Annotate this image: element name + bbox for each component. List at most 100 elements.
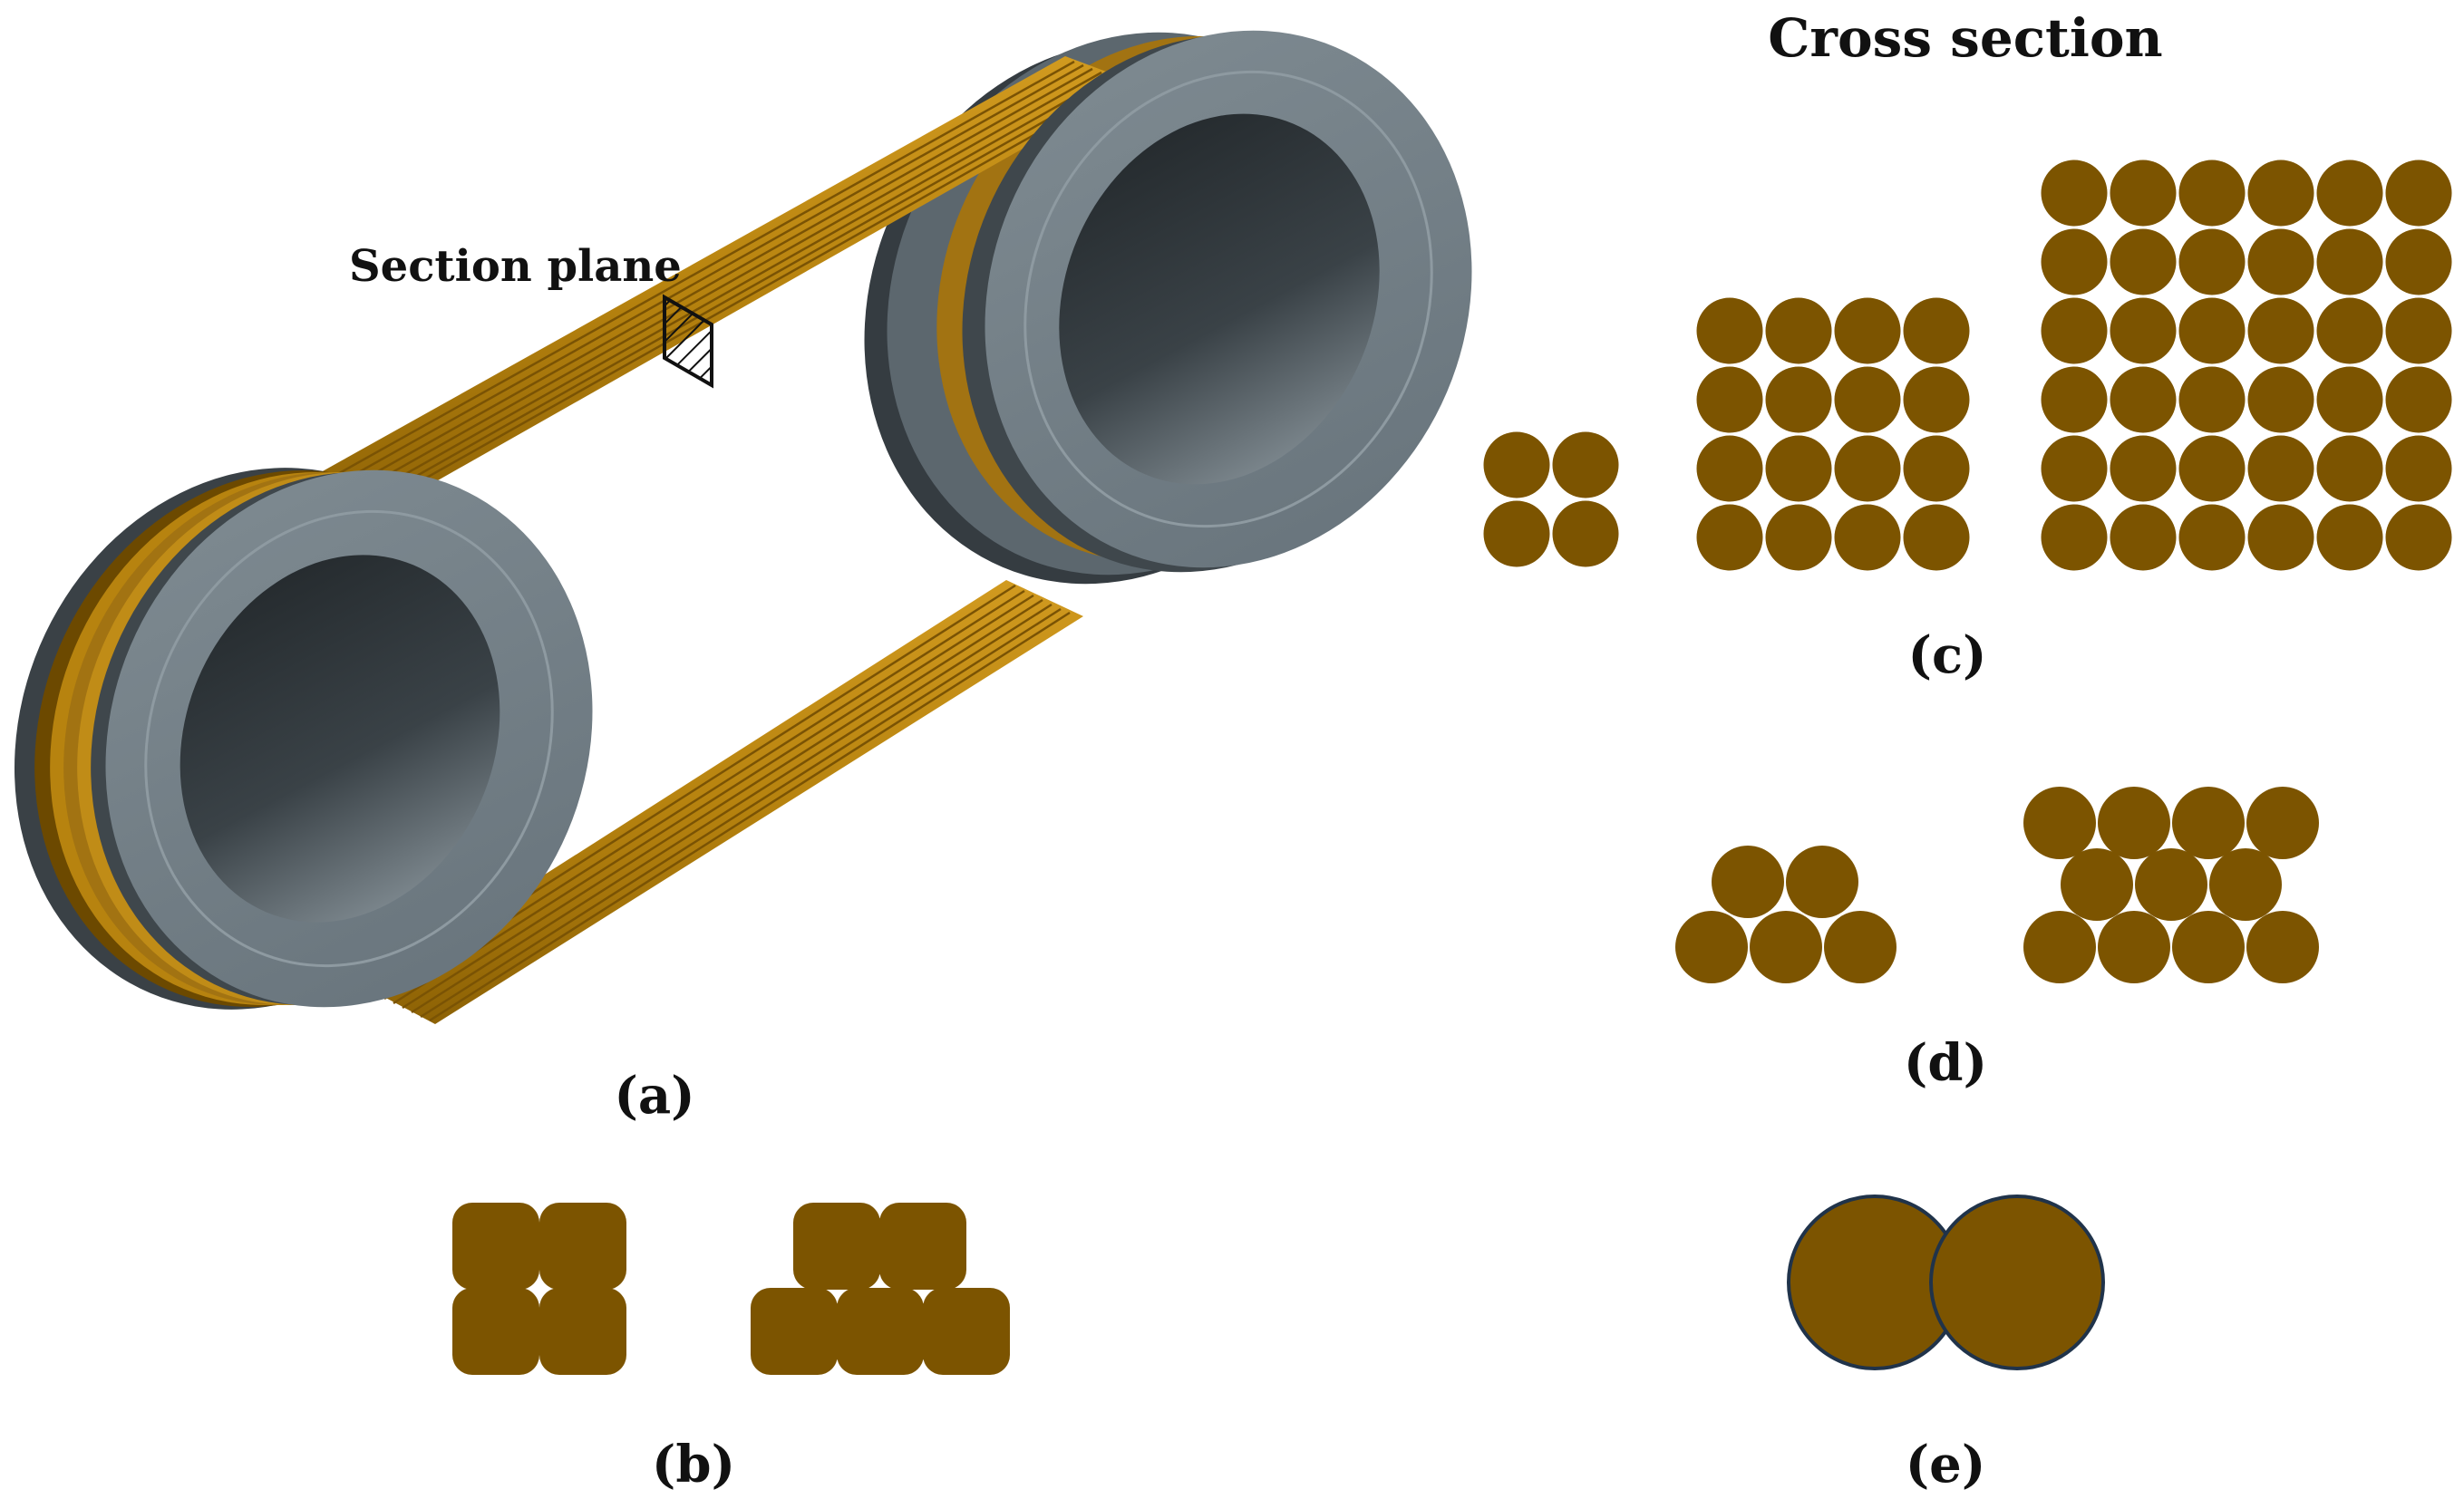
- hex-pack-2-over-3: [1675, 846, 1897, 983]
- strand-circle: [1696, 504, 1763, 571]
- section-plane-marker: [663, 294, 713, 389]
- strand-circle: [2385, 435, 2452, 502]
- strand-circle: [2178, 435, 2246, 502]
- strand-circle: [2178, 366, 2246, 433]
- strand-circle: [2247, 366, 2314, 433]
- strand-circle: [2385, 228, 2452, 295]
- panel-d-label: (d): [1904, 1033, 1987, 1093]
- hex-pack-4-3-4: [2023, 787, 2319, 983]
- strand-circle: [1696, 435, 1763, 502]
- strand-rounded-square: [793, 1203, 880, 1290]
- strand-circle: [2247, 297, 2314, 364]
- strand-circle: [1903, 504, 1970, 571]
- square-pack-2x2: [1483, 431, 1619, 567]
- panel-d-hex-packing: (d): [1675, 787, 2319, 1093]
- strand-circle: [1786, 846, 1858, 918]
- strand-circle: [1552, 500, 1619, 567]
- rounded-square-2-over-3: [751, 1203, 1010, 1375]
- strand-circle: [2385, 366, 2452, 433]
- strand-circle: [1834, 435, 1901, 502]
- strand-circle: [2061, 848, 2133, 921]
- strand-circle: [2110, 504, 2177, 571]
- strand-circle: [1765, 435, 1832, 502]
- strand-rounded-square: [879, 1203, 966, 1290]
- strand-circle: [1903, 366, 1970, 433]
- strand-circle: [2023, 911, 2096, 983]
- strand-circle: [2110, 228, 2177, 295]
- strand-circle: [2110, 297, 2177, 364]
- section-plane-label: Section plane: [349, 241, 682, 292]
- upper-belt-strand: [290, 56, 1138, 526]
- cross-section-heading: Cross section: [1768, 7, 2162, 69]
- strand-circle: [2316, 228, 2383, 295]
- strand-circle: [2247, 504, 2314, 571]
- strand-circle: [2110, 435, 2177, 502]
- strand-circle: [2316, 435, 2383, 502]
- strand-circle: [1765, 366, 1832, 433]
- strand-circle: [2246, 787, 2319, 859]
- strand-circle: [2316, 366, 2383, 433]
- strand-circle: [1834, 504, 1901, 571]
- rounded-square-2x2: [452, 1203, 626, 1375]
- strand-rounded-square: [452, 1288, 539, 1375]
- strand-circle: [1765, 297, 1832, 364]
- strand-circle: [1750, 911, 1822, 983]
- strand-circle: [2098, 787, 2170, 859]
- square-pack-4x4: [1696, 297, 1970, 571]
- strand-circle: [2041, 228, 2108, 295]
- strand-rounded-square: [837, 1288, 924, 1375]
- strand-rounded-square: [751, 1288, 838, 1375]
- panel-b-label: (b): [652, 1435, 735, 1494]
- strand-rounded-square: [452, 1203, 539, 1290]
- strand-circle: [2135, 848, 2207, 921]
- strand-circle: [2178, 228, 2246, 295]
- strand-circle: [2316, 160, 2383, 227]
- panel-a-label: (a): [614, 1066, 694, 1126]
- strand-circle: [1903, 435, 1970, 502]
- strand-circle: [1696, 366, 1763, 433]
- strand-circle: [2178, 160, 2246, 227]
- square-pack-6x6: [2041, 160, 2452, 571]
- strand-circle: [2172, 787, 2245, 859]
- strand-circle: [2316, 504, 2383, 571]
- strand-circle: [2385, 297, 2452, 364]
- strand-right: [1929, 1195, 2105, 1370]
- panel-c-label: (c): [1907, 625, 1986, 685]
- strand-circle: [2247, 228, 2314, 295]
- strand-circle: [1834, 366, 1901, 433]
- strand-circle: [2246, 911, 2319, 983]
- strand-rounded-square: [539, 1288, 626, 1375]
- strand-circle: [2041, 160, 2108, 227]
- strand-circle: [1824, 911, 1897, 983]
- panel-e-overlapping-strands: (e): [1787, 1195, 2105, 1494]
- panel-a-belt-drive: Section plane (a): [14, 30, 1472, 1126]
- strand-circle: [1712, 846, 1784, 918]
- strand-circle: [1696, 297, 1763, 364]
- strand-rounded-square: [539, 1203, 626, 1290]
- strand-circle: [2041, 504, 2108, 571]
- strand-circle: [1552, 431, 1619, 498]
- strand-circle: [2098, 911, 2170, 983]
- strand-circle: [2178, 297, 2246, 364]
- strand-circle: [1483, 431, 1550, 498]
- strand-circle: [1765, 504, 1832, 571]
- strand-circle: [2209, 848, 2282, 921]
- strand-circle: [2041, 435, 2108, 502]
- panel-e-label: (e): [1906, 1435, 1986, 1494]
- strand-circle: [2110, 366, 2177, 433]
- strand-circle: [1675, 911, 1748, 983]
- strand-circle: [1903, 297, 1970, 364]
- strand-circle: [2172, 911, 2245, 983]
- left-pulley: [14, 468, 593, 1010]
- strand-circle: [2041, 366, 2108, 433]
- strand-circle: [2385, 504, 2452, 571]
- strand-circle: [2023, 787, 2096, 859]
- strand-circle: [2247, 435, 2314, 502]
- strand-circle: [2041, 297, 2108, 364]
- strand-rounded-square: [923, 1288, 1010, 1375]
- strand-circle: [2110, 160, 2177, 227]
- right-pulley-front-flange: [962, 30, 1472, 573]
- panel-b-rounded-square: (b): [452, 1203, 1010, 1494]
- strand-circle: [1834, 297, 1901, 364]
- panel-c-square-packing: (c): [1483, 160, 2452, 685]
